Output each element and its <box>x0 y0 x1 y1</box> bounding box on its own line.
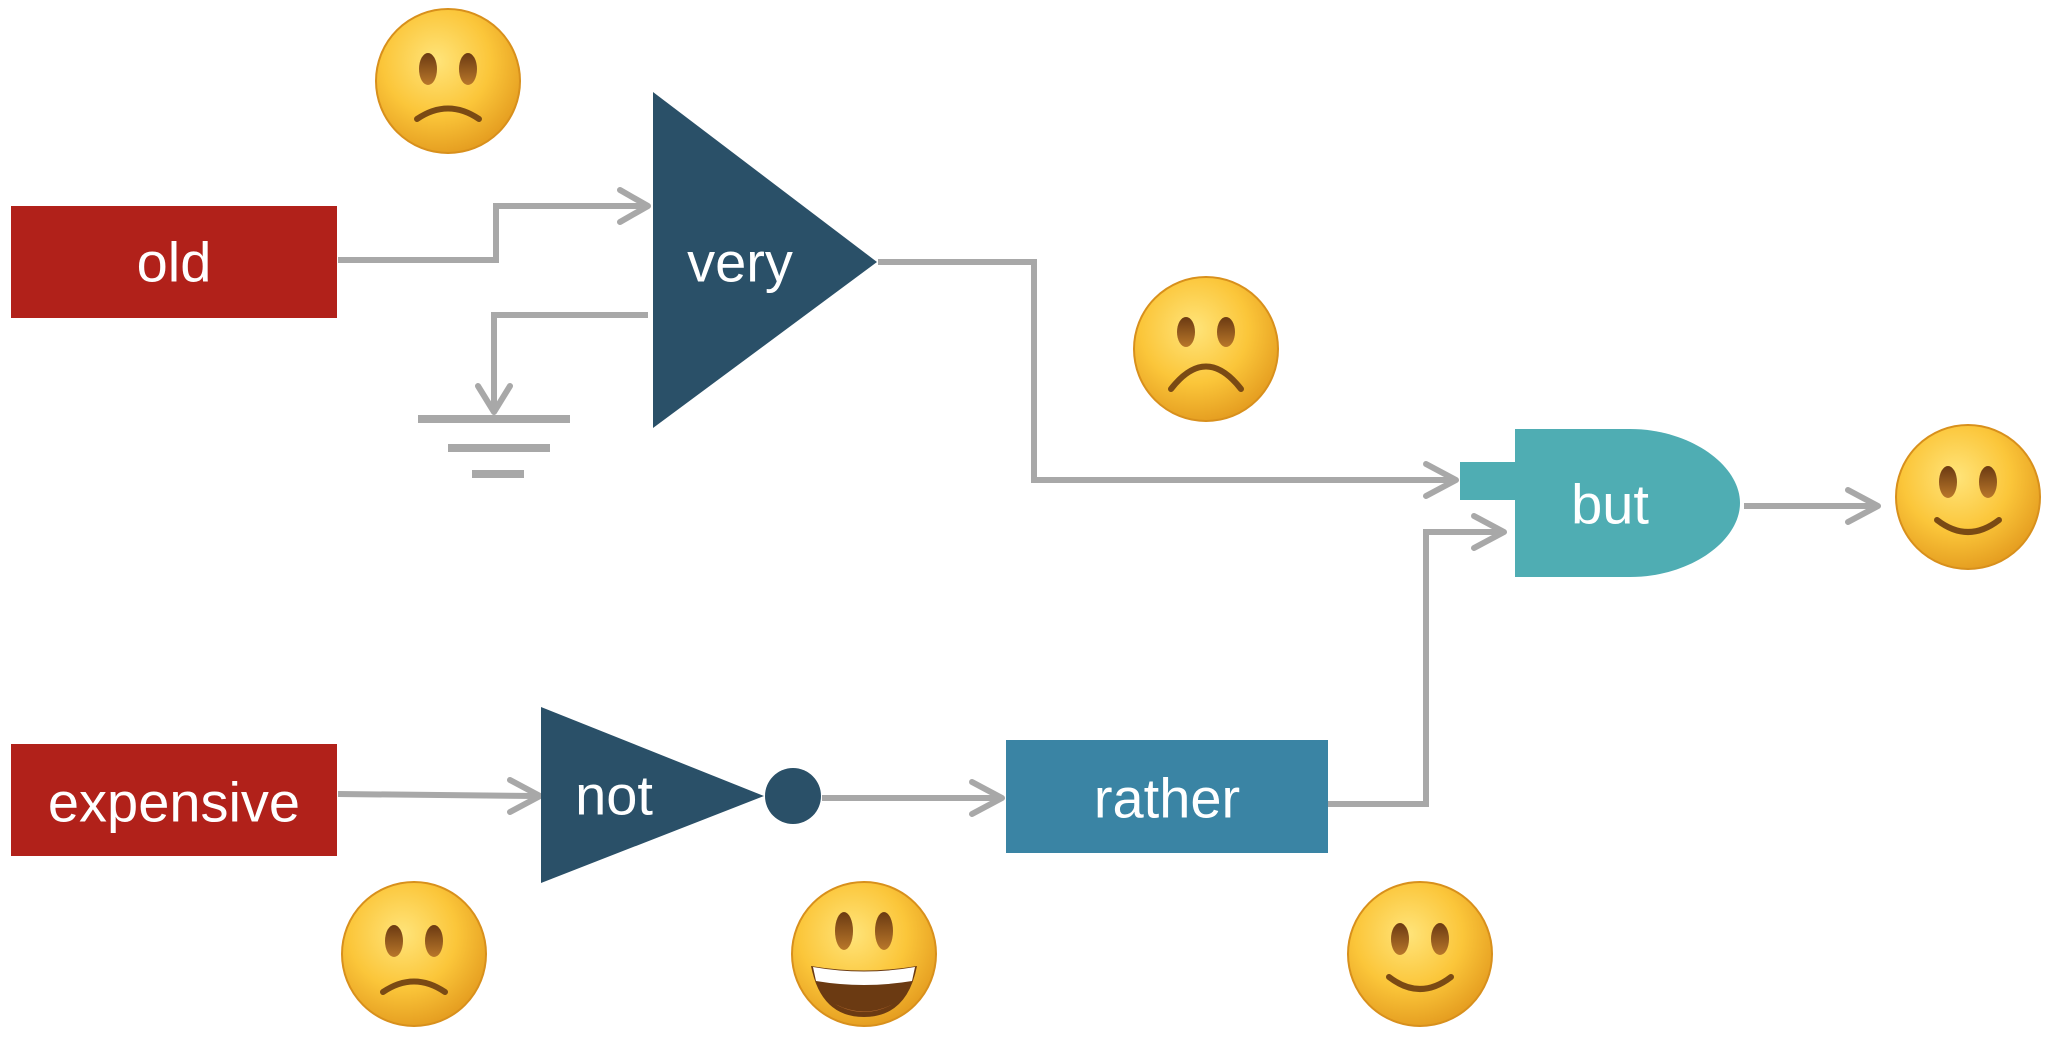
slightly-frowning-face-icon <box>375 8 521 154</box>
wire-very-to-but <box>878 259 1450 483</box>
frowning-face-icon <box>1133 276 1279 422</box>
arrowhead-old-to-very <box>617 187 651 225</box>
wire-very-to-ground <box>491 312 648 408</box>
arrowhead-expensive-to-not <box>507 777 543 815</box>
node-but-label: but <box>1571 473 1649 536</box>
arrowhead-very-to-ground <box>475 383 513 415</box>
node-but: but <box>1460 429 1740 577</box>
slightly-frowning-face-icon <box>341 881 487 1027</box>
node-rather-label: rather <box>1094 767 1240 830</box>
node-old-label: old <box>137 231 212 294</box>
node-old: old <box>11 206 337 318</box>
not-inversion-bubble <box>765 768 821 824</box>
node-not-label: not <box>575 764 653 827</box>
arrowhead-very-to-but <box>1423 461 1459 499</box>
arrowhead-rather-to-but <box>1471 513 1507 551</box>
node-rather: rather <box>1006 740 1328 853</box>
arrowhead-not-to-rather <box>969 779 1005 817</box>
node-expensive: expensive <box>11 744 337 856</box>
slightly-smiling-face-icon <box>1895 424 2041 570</box>
node-very-label: very <box>687 231 793 294</box>
wires <box>337 187 1881 817</box>
arrowhead-but-to-output <box>1845 487 1881 525</box>
node-expensive-label: expensive <box>48 771 300 834</box>
ground-symbol <box>418 415 570 478</box>
wire-expensive-to-not <box>337 791 537 799</box>
node-very: very <box>653 92 877 428</box>
grinning-face-icon <box>791 881 937 1027</box>
wire-old-to-very <box>338 203 642 263</box>
slightly-smiling-face-icon <box>1347 881 1493 1027</box>
node-not: not <box>541 707 821 883</box>
wire-rather-to-but <box>1328 529 1500 807</box>
